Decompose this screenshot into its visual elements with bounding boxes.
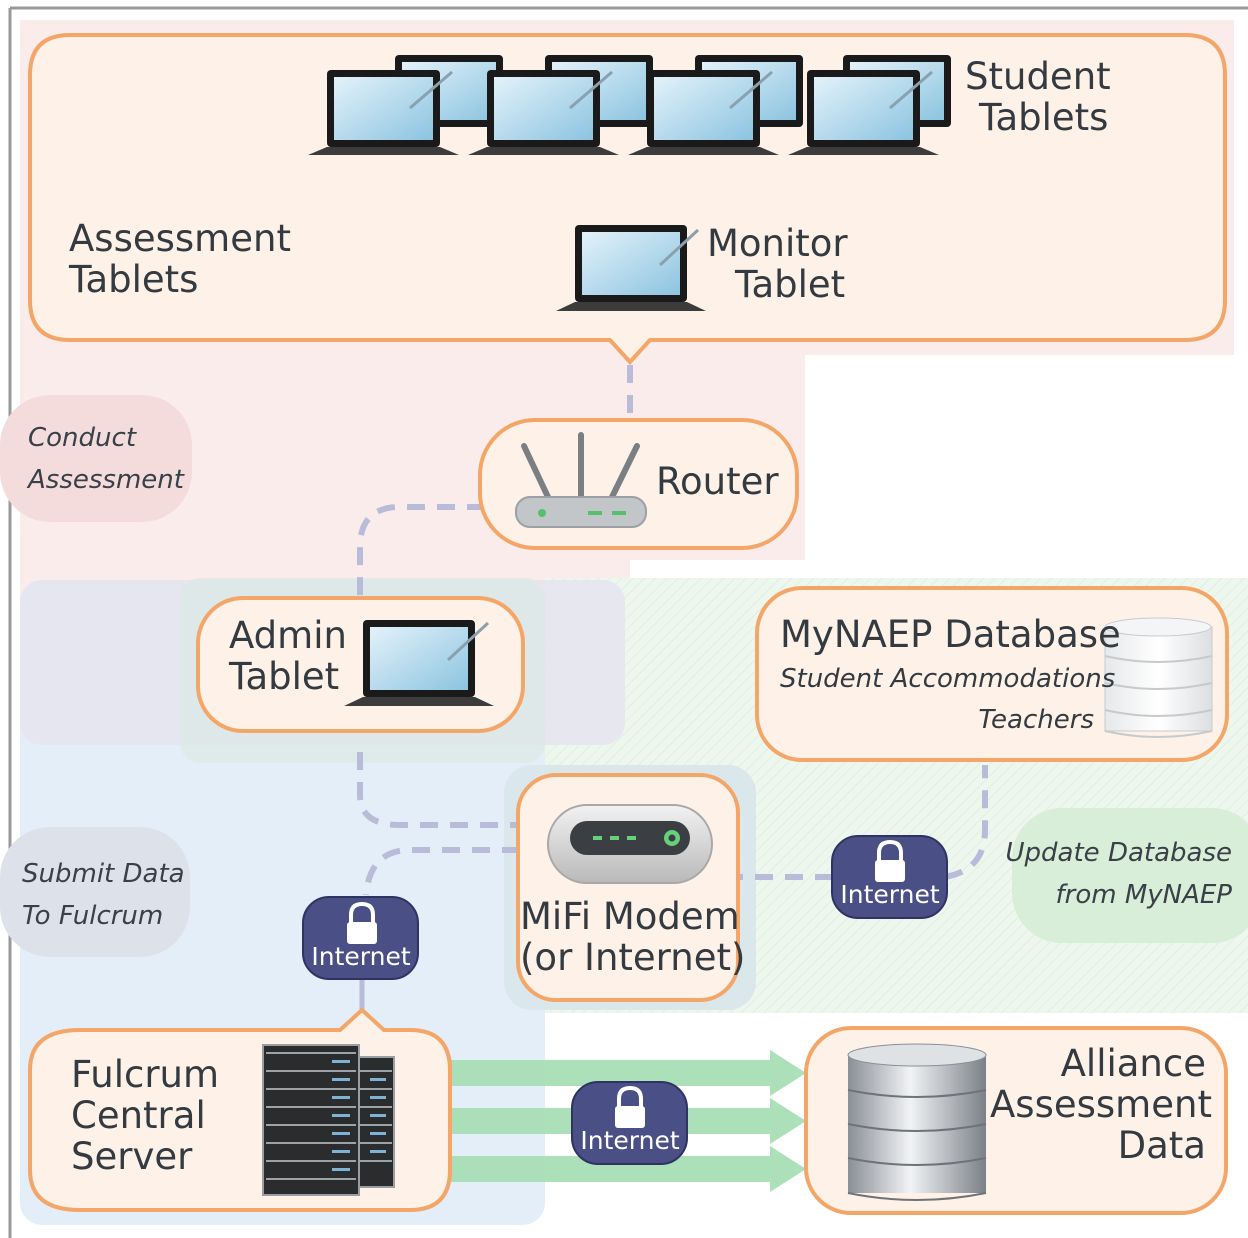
mifi-label-line2: (or Internet) bbox=[520, 936, 746, 979]
monitor-tablet-icon bbox=[556, 225, 706, 311]
internet-badge-left bbox=[302, 896, 419, 980]
alliance-database-icon bbox=[847, 1043, 987, 1201]
update-database-label-line1: Update Database bbox=[1005, 838, 1232, 868]
update-database-label-line2: from MyNAEP bbox=[1055, 880, 1232, 910]
admin-tablet-icon bbox=[344, 620, 494, 706]
router-icon bbox=[515, 432, 647, 528]
conduct-assessment-label-line2: Assessment bbox=[28, 465, 184, 495]
student-tablets-label-line1: Student bbox=[965, 55, 1111, 98]
tablet-front-3-icon bbox=[628, 70, 779, 155]
internet-badge-right-label: Internet bbox=[840, 880, 940, 909]
mynaep-database-icon bbox=[1104, 617, 1213, 738]
tablet-front-2-icon bbox=[468, 70, 619, 155]
lock-icon bbox=[615, 1085, 645, 1128]
mynaep-teachers-label: Teachers bbox=[978, 705, 1094, 735]
arrow-3 bbox=[450, 1146, 806, 1192]
update-database-pill bbox=[1012, 808, 1248, 943]
assessment-tablets-label-line2: Tablets bbox=[69, 258, 199, 301]
arrows-fulcrum-alliance bbox=[450, 1050, 806, 1192]
mynaep-accommodations-label: Student Accommodations bbox=[780, 664, 1116, 694]
submit-data-label-line1: Submit Data bbox=[22, 859, 185, 889]
connectors bbox=[357, 365, 988, 896]
mifi-label-line1: MiFi Modem bbox=[520, 895, 740, 938]
assessment-tablets-label-line1: Assessment bbox=[69, 217, 291, 260]
tablet-front-1-icon bbox=[308, 70, 459, 155]
monitor-tablet-label-line2: Tablet bbox=[735, 263, 846, 306]
arrow-1 bbox=[450, 1050, 806, 1096]
fulcrum-label-line2: Central bbox=[71, 1094, 206, 1137]
internet-badge-left-label: Internet bbox=[311, 942, 411, 971]
alliance-label-line2: Assessment bbox=[990, 1083, 1212, 1126]
student-tablets-label-line2: Tablets bbox=[979, 96, 1109, 139]
admin-tablet-label-line1: Admin bbox=[229, 614, 347, 657]
submit-data-pill bbox=[0, 827, 190, 957]
lock-icon bbox=[347, 901, 377, 944]
conduct-assessment-label-line1: Conduct bbox=[28, 423, 137, 453]
tablet-front-4-icon bbox=[788, 70, 939, 155]
fulcrum-label-line1: Fulcrum bbox=[71, 1053, 220, 1096]
connector-right-internet-mynaep bbox=[944, 765, 988, 880]
alliance-label-line1: Alliance bbox=[1060, 1042, 1206, 1085]
monitor-tablet-label-line1: Monitor bbox=[707, 222, 848, 265]
router-label: Router bbox=[656, 460, 779, 503]
admin-tablet-label-line2: Tablet bbox=[229, 655, 340, 698]
fulcrum-label-line3: Server bbox=[71, 1135, 193, 1178]
student-tablets-icon bbox=[308, 55, 951, 155]
internet-badge-bottom-label: Internet bbox=[580, 1126, 680, 1155]
connector-admin-mifi bbox=[357, 752, 520, 828]
alliance-label-line3: Data bbox=[1117, 1124, 1206, 1167]
conduct-assessment-pill bbox=[0, 395, 192, 522]
mynaep-title: MyNAEP Database bbox=[780, 613, 1121, 656]
internet-badge-right bbox=[831, 835, 948, 919]
submit-data-label-line2: To Fulcrum bbox=[22, 901, 164, 931]
mifi-modem-icon bbox=[547, 804, 713, 884]
internet-badge-bottom bbox=[571, 1081, 688, 1165]
lock-icon bbox=[875, 839, 905, 882]
server-rack-icon bbox=[262, 1044, 395, 1196]
